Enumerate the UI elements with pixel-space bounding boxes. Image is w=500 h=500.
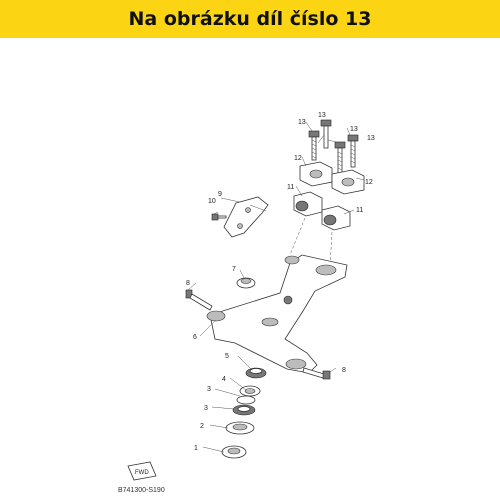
parts-diagram: FWD 13 13 13 13 12 12 11 11 9 10 7 8 8 6… [127,112,375,481]
callout-2: 2 [200,423,204,430]
bearing-2[interactable] [225,421,255,435]
callout-10: 10 [208,198,216,205]
callout-13-b: 13 [318,112,326,119]
handlebar-holder-upper-12-b[interactable] [331,169,365,195]
damper-7[interactable] [236,277,256,289]
bolt-13-d[interactable] [347,134,359,168]
ring-nut-5[interactable] [245,367,267,379]
callout-3-b: 3 [204,405,208,412]
callout-1: 1 [194,445,198,452]
race-3-b[interactable] [232,404,256,416]
handlebar-holder-upper-12-a[interactable] [299,161,333,187]
callout-7: 7 [232,266,236,273]
bolt-13-b[interactable] [320,119,332,149]
callout-13-c: 13 [350,126,358,133]
callout-3-a: 3 [207,386,211,393]
fwd-arrow-icon: FWD [127,461,157,481]
diagram-code: B741300-S190 [118,487,165,494]
callout-13-a: 13 [298,119,306,126]
cover-4[interactable] [239,385,261,397]
page-title: Na obrázku díl číslo 13 [128,8,372,30]
callout-8-a: 8 [186,280,190,287]
callout-12-a: 12 [294,155,302,162]
bolt-8-left[interactable] [185,289,213,311]
handlebar-holder-lower-11-a[interactable] [293,191,323,217]
callout-5: 5 [225,353,229,360]
callout-8-b: 8 [342,367,346,374]
callout-4: 4 [222,376,226,383]
under-bracket-6[interactable] [206,254,348,374]
bolt-13-c[interactable] [334,141,346,177]
callout-12-b: 12 [365,179,373,186]
bolt-13-a[interactable] [308,130,320,161]
seal-1[interactable] [221,445,247,459]
callout-13-d: 13 [367,135,375,142]
callout-6: 6 [193,334,197,341]
bolt-8-right[interactable] [302,367,331,380]
callout-11-b: 11 [356,207,363,214]
callout-9: 9 [218,191,222,198]
race-3-a[interactable] [236,395,256,405]
screw-10[interactable] [211,213,227,221]
fwd-label: FWD [135,470,149,476]
handlebar-holder-lower-11-b[interactable] [321,205,351,231]
callout-11-a: 11 [287,184,294,191]
bracket-9[interactable] [223,196,269,238]
page-title-banner: Na obrázku díl číslo 13 [0,0,500,38]
